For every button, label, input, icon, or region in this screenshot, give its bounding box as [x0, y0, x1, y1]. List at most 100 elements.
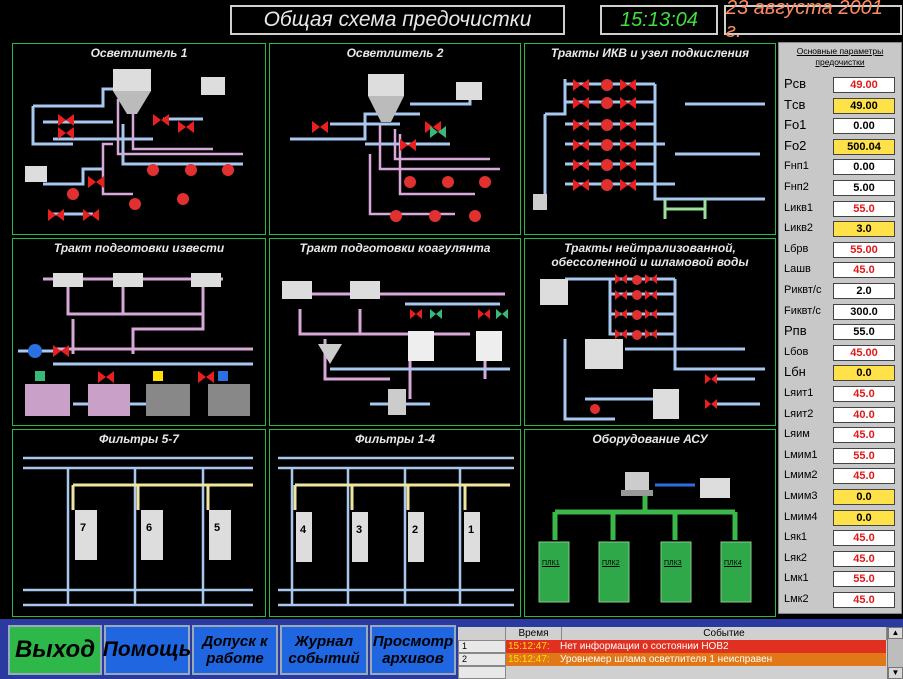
filter-label[interactable]: 3 — [356, 524, 363, 536]
filter-label[interactable]: 4 — [300, 524, 307, 536]
param-value[interactable]: 300.0 — [833, 303, 895, 320]
param-label: Lашв — [784, 263, 811, 276]
param-label: Lмим2 — [784, 469, 818, 482]
param-value[interactable]: 45.0 — [833, 262, 895, 279]
param-value[interactable]: 0.0 — [833, 365, 895, 382]
param-row: Lмк1 55.0 — [779, 569, 903, 590]
event-row[interactable]: 15:12:47:Уровнемер шлама осветлителя 1 н… — [506, 653, 886, 666]
scroll-down-icon[interactable]: ▼ — [888, 667, 903, 679]
panel-asu-equipment[interactable]: Оборудование АСУ ПЛК1 ПЛК2 ПЛК3 ПЛК4 — [524, 429, 776, 617]
param-value[interactable]: 0.0 — [833, 489, 895, 505]
event-time: 15:12:47: — [508, 654, 550, 665]
filter-label[interactable]: 7 — [80, 522, 87, 534]
param-label: Pиквт/с — [784, 284, 822, 296]
clarifier-1-diagram — [25, 69, 243, 221]
panel-filters-5-7[interactable]: Фильтры 5-7 7 6 5 — [12, 429, 266, 617]
exit-button[interactable]: Выход — [8, 625, 102, 675]
clarifier-2-diagram — [290, 74, 500, 222]
param-label: Lмк2 — [784, 593, 809, 605]
filter-label[interactable]: 6 — [146, 522, 153, 534]
plc-cabinet-label[interactable]: ПЛК2 — [602, 560, 620, 567]
journal-label-2: событий — [288, 650, 360, 667]
param-value[interactable]: 500.04 — [833, 138, 895, 155]
param-value[interactable]: 55.00 — [833, 241, 895, 258]
col-time-header: Время — [506, 627, 562, 640]
events-table[interactable]: Время Событие 1 15:12:47:Нет информации … — [458, 627, 903, 679]
param-row: Lмк2 45.0 — [779, 590, 903, 611]
events-corner — [458, 627, 506, 640]
param-value[interactable]: 55.0 — [833, 200, 895, 217]
plc-cabinet-label[interactable]: ПЛК3 — [664, 560, 682, 567]
param-value[interactable]: 55.0 — [833, 447, 895, 464]
plc-cabinet-label[interactable]: ПЛК1 — [542, 560, 560, 567]
row-number[interactable]: 1 — [458, 640, 506, 653]
panel-ikv-acidification[interactable]: Тракты ИКВ и узел подкисления — [524, 43, 776, 235]
archive-label-2: архивов — [382, 650, 444, 667]
panel-clarifier-2[interactable]: Осветлитель 2 — [269, 43, 521, 235]
param-label: Fнп1 — [784, 160, 809, 173]
filter-label[interactable]: 1 — [468, 524, 475, 536]
printer-icon — [700, 478, 730, 498]
param-value[interactable]: 5.00 — [833, 180, 895, 196]
param-value[interactable]: 49.00 — [833, 77, 895, 93]
param-value[interactable]: 2.0 — [833, 283, 895, 299]
help-button[interactable]: Помощь — [103, 625, 191, 675]
param-value[interactable]: 45.0 — [833, 468, 895, 485]
param-row: Lмим4 0.0 — [779, 508, 903, 529]
param-value[interactable]: 45.00 — [833, 344, 895, 361]
panel-title: Тракт подготовки коагулянта — [299, 241, 491, 255]
filter-label[interactable]: 5 — [214, 522, 221, 534]
param-value[interactable]: 45.0 — [833, 550, 895, 567]
panel-neutralized-water[interactable]: Тракты нейтрализованной, обессоленной и … — [524, 238, 776, 426]
param-value[interactable]: 49.00 — [833, 97, 895, 114]
clock-date: 23 августа 2001 г. — [724, 0, 902, 42]
param-value[interactable]: 40.0 — [833, 406, 895, 423]
param-row: Lяит2 40.0 — [779, 405, 903, 426]
param-value[interactable]: 45.0 — [833, 386, 895, 402]
param-label: Lмим4 — [784, 510, 818, 523]
access-label-2: работе — [206, 650, 264, 667]
param-value[interactable]: 0.00 — [833, 159, 895, 176]
panel-clarifier-1[interactable]: Осветлитель 1 — [12, 43, 266, 235]
param-label: Lяк1 — [784, 531, 808, 544]
event-row[interactable]: 15:12:47:Нет информации о состоянии НОВ2 — [506, 640, 886, 653]
param-value[interactable]: 3.0 — [833, 221, 895, 238]
param-label: Lбов — [784, 345, 809, 358]
param-value[interactable]: 45.0 — [833, 530, 895, 547]
param-value[interactable]: 45.0 — [833, 592, 895, 608]
param-value[interactable]: 55.0 — [833, 571, 895, 588]
events-scrollbar[interactable]: ▲ ▼ — [887, 627, 903, 679]
row-number[interactable] — [458, 666, 506, 679]
param-label: Lмим3 — [784, 490, 818, 502]
param-value[interactable]: 0.0 — [833, 509, 895, 526]
param-value[interactable]: 55.0 — [833, 324, 895, 341]
panel-filters-1-4[interactable]: Фильтры 1-4 4 3 2 1 — [269, 429, 521, 617]
param-label: Lмк1 — [784, 572, 809, 585]
row-number[interactable]: 2 — [458, 653, 506, 666]
panel-coagulant-preparation[interactable]: Тракт подготовки коагулянта — [269, 238, 521, 426]
param-row: Lашв 45.0 — [779, 260, 903, 281]
param-label: Lяит2 — [784, 407, 814, 420]
lime-diagram — [18, 273, 253, 416]
clock-time: 15:13:04 — [600, 5, 718, 35]
scroll-up-icon[interactable]: ▲ — [888, 627, 903, 639]
param-value[interactable]: 0.00 — [833, 118, 895, 135]
param-row: Lяк1 45.0 — [779, 528, 903, 549]
param-value[interactable]: 45.0 — [833, 427, 895, 444]
panel-title: Тракт подготовки извести — [53, 241, 225, 255]
filter-label[interactable]: 2 — [412, 524, 419, 536]
panel-title: Фильтры 1-4 — [355, 432, 435, 446]
panel-lime-preparation[interactable]: Тракт подготовки извести — [12, 238, 266, 426]
plc-cabinet-label[interactable]: ПЛК4 — [724, 560, 742, 567]
asu-diagram — [538, 472, 752, 603]
col-event-header: Событие — [562, 627, 887, 640]
